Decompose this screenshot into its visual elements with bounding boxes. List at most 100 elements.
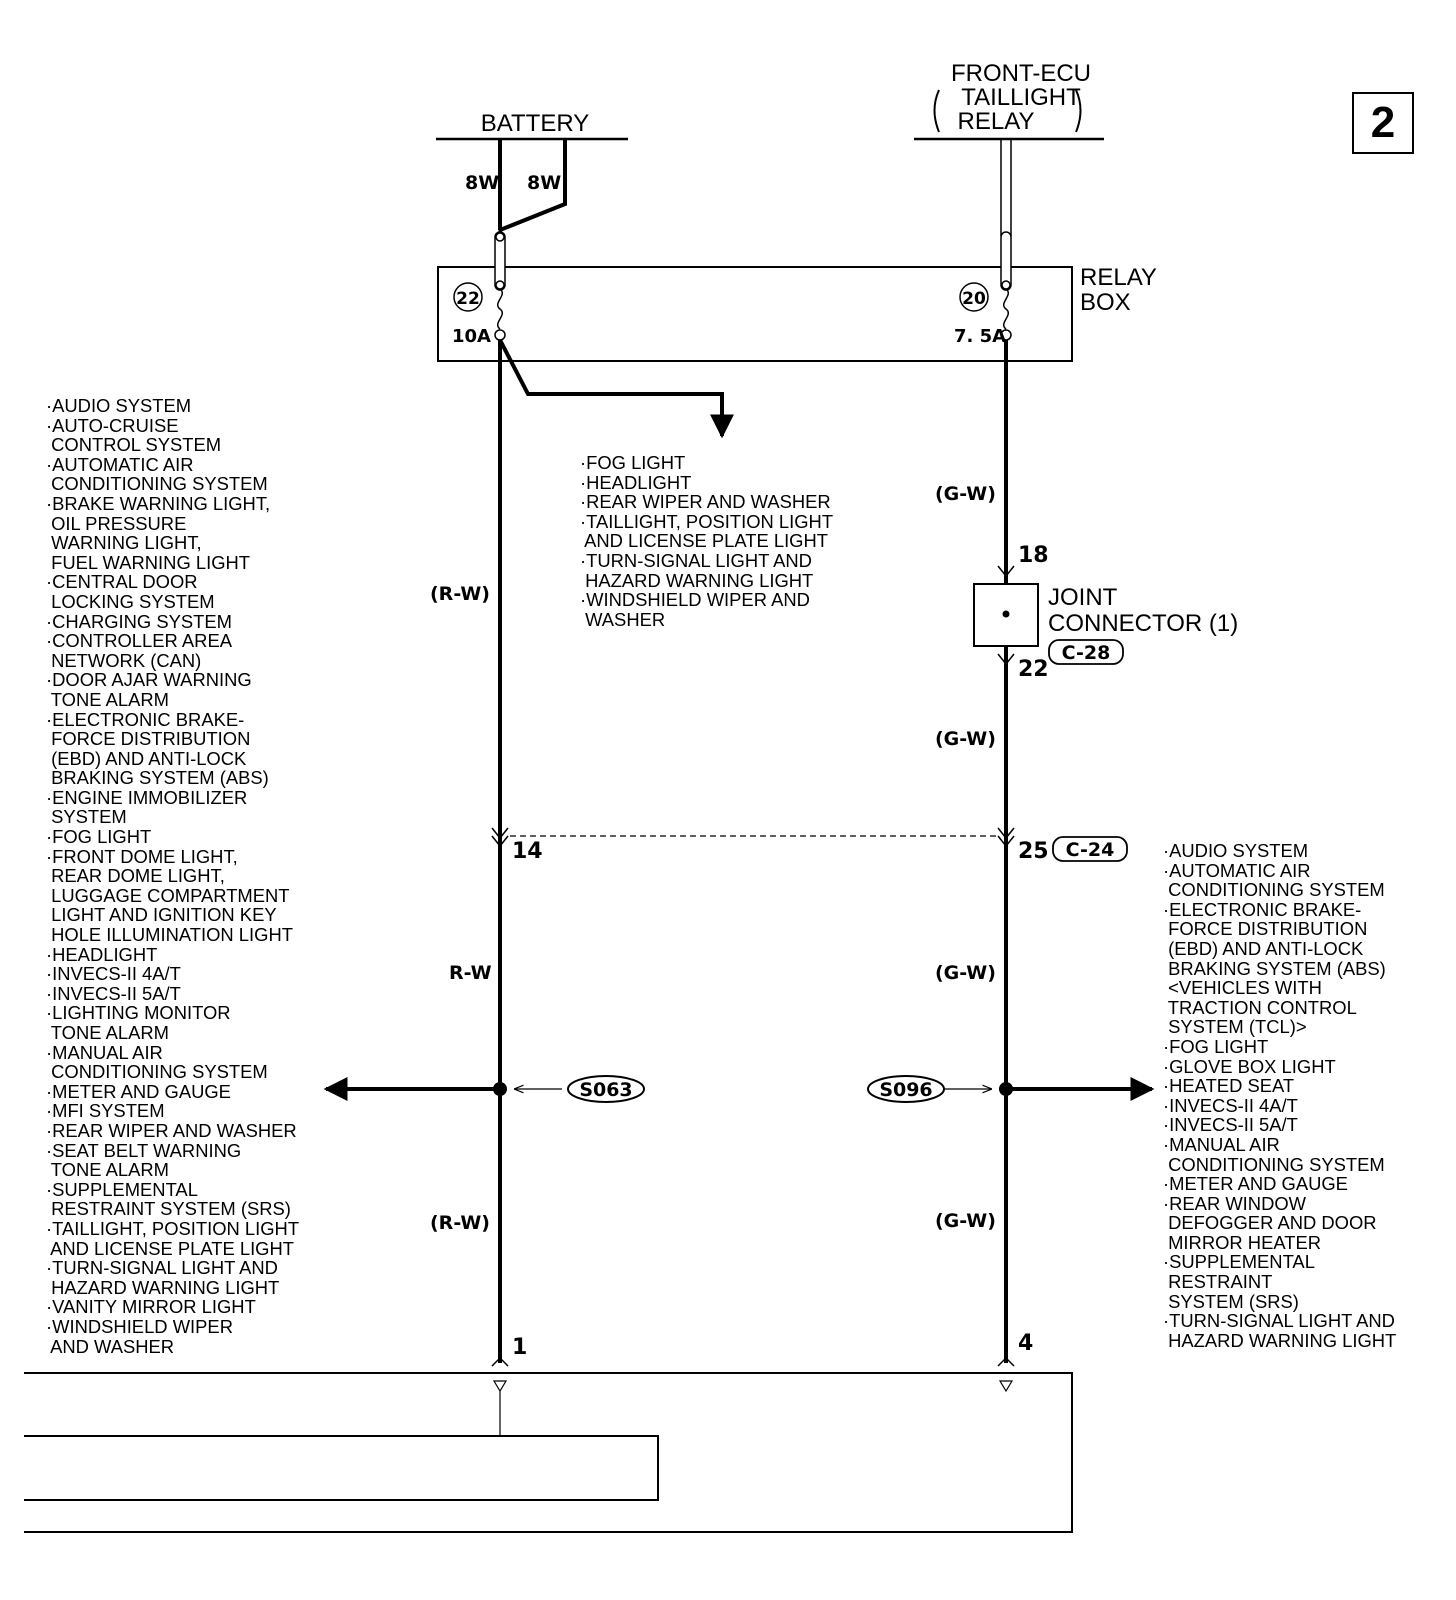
bottom-pin-right: 4 [1018,1331,1033,1356]
connector-c24-pin-right: 25 [1018,839,1049,864]
wire-color-left-lower: (R-W) [430,1212,490,1234]
branch-item: ·AUTOMATIC AIR [1163,859,1311,881]
bottom-component-outline [24,1372,1073,1533]
branch-item: REAR DOME LIGHT, [46,865,225,887]
fuse-20-element [1003,288,1009,330]
fuse-22-connector [494,231,506,291]
branch-item: ·INVECS-II 4A/T [46,963,181,985]
connector-code-c24-text: C-24 [1066,839,1115,861]
battery-wire-size-2: 8W [527,172,561,194]
splice-s096-label: S096 [879,1079,932,1101]
branch-item: LOCKING SYSTEM [46,590,215,612]
branch-item: ·ELECTRONIC BRAKE- [1163,898,1362,920]
wire-color-right-1: (G-W) [935,483,996,505]
branch-item: ·TURN-SIGNAL LIGHT AND [580,549,812,571]
wire-color-right-4: (G-W) [935,1210,996,1232]
relay-box-label: RELAY [1080,264,1157,291]
connector-code-c24 [1052,836,1128,862]
branch-item: AND LICENSE PLATE LIGHT [580,530,829,552]
branch-item: ·MFI SYSTEM [46,1100,165,1122]
fuse22-branch-wire [498,339,734,439]
branch-item: HAZARD WARNING LIGHT [580,569,814,591]
branch-item: HAZARD WARNING LIGHT [46,1276,280,1298]
branch-item: ·METER AND GAUGE [1163,1173,1348,1195]
connector-code-c28 [1048,639,1124,665]
wire-color-right-3: (G-W) [935,962,996,984]
branch-item: ·ELECTRONIC BRAKE- [46,708,245,730]
branch-item: ·AUTO-CRUISE [46,414,179,436]
page-number: 2 [1370,98,1396,147]
branch-item: ·HEADLIGHT [46,943,158,965]
branch-item: ·WINDSHIELD WIPER AND [580,589,810,611]
branch-item: LUGGAGE COMPARTMENT [46,884,290,906]
branch-item: SYSTEM (SRS) [1163,1290,1299,1312]
branch-item: ·FRONT DOME LIGHT, [46,845,238,867]
branch-item: ·MANUAL AIR [46,1041,163,1063]
branch-item: ·MANUAL AIR [1163,1133,1280,1155]
branch-item: ·AUTOMATIC AIR [46,453,194,475]
branch-item: SYSTEM (TCL)> [1163,1016,1307,1038]
fuse-22-number-circle [453,282,483,312]
branch-item: WASHER [580,608,666,630]
branch-item: CONDITIONING SYSTEM [46,1061,268,1083]
fuse-20-number-circle [959,282,989,312]
fuse-22-number: 22 [456,289,480,309]
branch-item: ·FOG LIGHT [580,452,686,473]
branch-item: FORCE DISTRIBUTION [1163,918,1368,940]
branch-item: ·TURN-SIGNAL LIGHT AND [1163,1310,1395,1332]
branch-item: <VEHICLES WITH [1163,977,1322,999]
branch-item: OIL PRESSURE [46,512,187,534]
fuse-20-connector [1000,231,1012,291]
branch-item: ·TAILLIGHT, POSITION LIGHT [580,510,834,532]
relay-box [437,266,1073,362]
branch-item: AND LICENSE PLATE LIGHT [46,1237,295,1259]
branch-item: ·REAR WINDOW [1163,1192,1307,1214]
front-ecu-sub2: RELAY [958,108,1035,135]
branch-item: HAZARD WARNING LIGHT [1163,1329,1397,1351]
branch-item: ·ENGINE IMMOBILIZER [46,786,248,808]
front-ecu-sub1: TAILLIGHT [961,84,1081,111]
branch-item: ·CENTRAL DOOR [46,571,198,593]
branch-item: ·FOG LIGHT [46,826,152,848]
branch-item: DEFOGGER AND DOOR [1163,1212,1377,1234]
branch-item: ·DOOR AJAR WARNING [46,669,252,691]
bottom-pin-left: 1 [512,1335,527,1360]
branch-item: ·HEADLIGHT [580,471,692,493]
battery-label: BATTERY [481,110,589,137]
branch-item: CONTROL SYSTEM [46,434,222,456]
battery-wire-b [499,139,567,232]
fuse-22-rating: 10A [452,326,491,347]
relay-box-label-2: BOX [1080,289,1131,316]
connector-code-c28-text: C-28 [1062,642,1111,664]
joint-connector-label-2: CONNECTOR (1) [1048,610,1238,637]
wire-color-right-2: (G-W) [935,728,996,750]
branch-item: ·METER AND GAUGE [46,1080,231,1102]
connector-c24-pin-left: 14 [512,839,543,864]
branch-item: (EBD) AND ANTI-LOCK [46,747,247,769]
splice-s063-label: S063 [579,1079,632,1101]
branch-item: MIRROR HEATER [1163,1231,1322,1253]
branch-item: ·INVECS-II 5A/T [46,982,181,1004]
fuse-20-number: 20 [962,289,986,309]
branch-item: ·FOG LIGHT [1163,1035,1269,1057]
s063-branch-list: ·AUDIO SYSTEM·AUTO-CRUISE CONTROL SYSTEM… [46,396,299,1356]
branch-item: TONE ALARM [46,1159,169,1181]
battery-wire-size-1: 8W [465,172,499,194]
branch-item: ·SUPPLEMENTAL [46,1178,198,1200]
s096-branch-list: ·AUDIO SYSTEM·AUTOMATIC AIR CONDITIONING… [1163,841,1396,1350]
page-number-box: 2 [1352,92,1414,154]
branch-item: ·SEAT BELT WARNING [46,1139,242,1161]
branch-item: FORCE DISTRIBUTION [46,728,251,750]
splice-s096-tag [867,1075,945,1103]
branch-item: (EBD) AND ANTI-LOCK [1163,937,1364,959]
branch-item: CONDITIONING SYSTEM [1163,879,1385,901]
branch-item: CONDITIONING SYSTEM [1163,1153,1385,1175]
wire-color-left-upper: (R-W) [430,583,490,605]
branch-item: ·HEATED SEAT [1163,1075,1295,1097]
branch-item: RESTRAINT SYSTEM (SRS) [46,1198,291,1220]
branch-item: ·TURN-SIGNAL LIGHT AND [46,1257,278,1279]
joint-connector-box [973,583,1039,647]
splice-s063-tag [567,1075,645,1103]
branch-item: BRAKING SYSTEM (ABS) [1163,957,1386,979]
